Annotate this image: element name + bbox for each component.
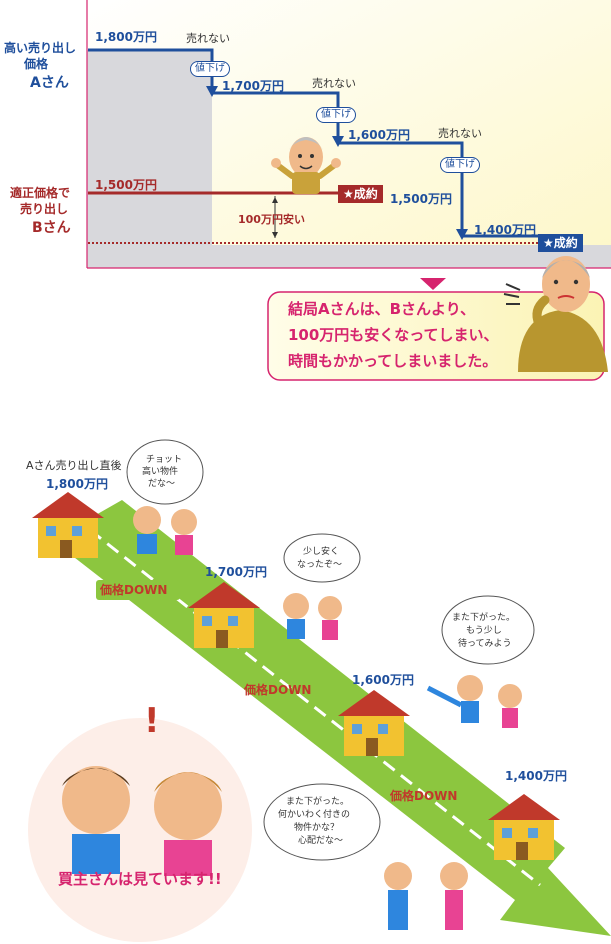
couple-1 [133, 506, 197, 555]
big-couple: ! [62, 701, 222, 876]
bubble3-line1: また下がった。 [452, 613, 516, 623]
b-price-1400: 1,400万円 [505, 769, 567, 783]
green-road [52, 500, 611, 936]
a-price-line [88, 48, 464, 236]
bubble2-line2: なったぞ～ [297, 560, 343, 570]
unsold-label-2: 売れない [312, 77, 356, 90]
deal-badge-b: ★成約 [338, 185, 383, 203]
bubble-4 [263, 783, 381, 861]
bubble1-line1: チョット [146, 455, 183, 465]
reduce-tag-2: 値下げ [316, 107, 356, 123]
reduce-tag-1: 値下げ [190, 61, 230, 77]
buyer-illustration: ! [28, 439, 611, 942]
bubble3-line2: もう少し [466, 626, 502, 636]
reduce-tag-3: 値下げ [440, 157, 480, 173]
b-price-1800: 1,800万円 [46, 477, 108, 491]
price-1500-b: 1,500万円 [95, 178, 157, 192]
start-label: Aさん売り出し直後 [26, 459, 122, 472]
unsold-label-1: 売れない [186, 32, 230, 45]
b-label-line1: 適正価格で [10, 186, 71, 200]
watching-label: 買主さんは見ています!! [58, 870, 222, 888]
bubble1-line3: だな～ [148, 479, 176, 489]
summary-line3: 時間もかかってしまいました。 [288, 352, 498, 370]
house-4 [488, 794, 560, 860]
watching-circle [28, 718, 252, 942]
house-2 [188, 582, 260, 648]
couple-3 [426, 675, 522, 728]
deal-badge-a: ★成約 [538, 234, 583, 252]
bubble4-line4: 心配だな～ [298, 836, 344, 846]
summary-line2: 100万円も安くなってしまい、 [288, 326, 499, 344]
price-1500-a: 1,500万円 [390, 192, 452, 206]
down-tag-1 [96, 580, 180, 600]
diff-label: 100万円安い [238, 213, 305, 226]
gray-area [87, 50, 212, 268]
couple-2 [283, 593, 342, 640]
bubble1-line2: 高い物件 [142, 467, 179, 477]
a-label-line3: Aさん [30, 75, 69, 91]
b-label-line2: 売り出し [20, 202, 69, 216]
b-price-1600: 1,600万円 [352, 673, 414, 687]
bubble4-line1: また下がった。 [286, 797, 350, 807]
bubble4-line3: 物件かな？ [294, 823, 340, 833]
a-label-line2: 価格 [24, 57, 49, 71]
bubble4-line2: 何かいわく付きの [278, 810, 351, 820]
house-1 [32, 492, 104, 558]
bubble-1 [126, 439, 204, 505]
house-3 [338, 690, 410, 756]
b-price-1700: 1,700万円 [205, 565, 267, 579]
worried-man-illustration [503, 256, 608, 372]
price-1400: 1,400万円 [474, 223, 536, 237]
price-1800: 1,800万円 [95, 30, 157, 44]
bubble3-line3: 待ってみよう [458, 639, 512, 649]
b-label-line3: Bさん [32, 220, 71, 236]
price-1700: 1,700万円 [222, 79, 284, 93]
bubble2-line1: 少し安く [303, 547, 340, 557]
price-diagram [86, 0, 611, 381]
down-label-3: 価格DOWN [390, 789, 458, 803]
bubble-2 [283, 533, 361, 583]
a-label-line1: 高い売り出し [4, 41, 77, 55]
couple-4 [384, 862, 468, 930]
price-1600: 1,600万円 [348, 128, 410, 142]
down-label-2: 価格DOWN [244, 683, 312, 697]
happy-man-illustration [271, 137, 341, 194]
pointer-triangle [420, 278, 446, 290]
bubble-3 [441, 595, 535, 665]
svg-text:!: ! [144, 701, 160, 741]
summary-line1: 結局Aさんは、Bさんより、 [288, 300, 476, 318]
down-label-1: 価格DOWN [100, 583, 168, 597]
unsold-label-3: 売れない [438, 127, 482, 140]
